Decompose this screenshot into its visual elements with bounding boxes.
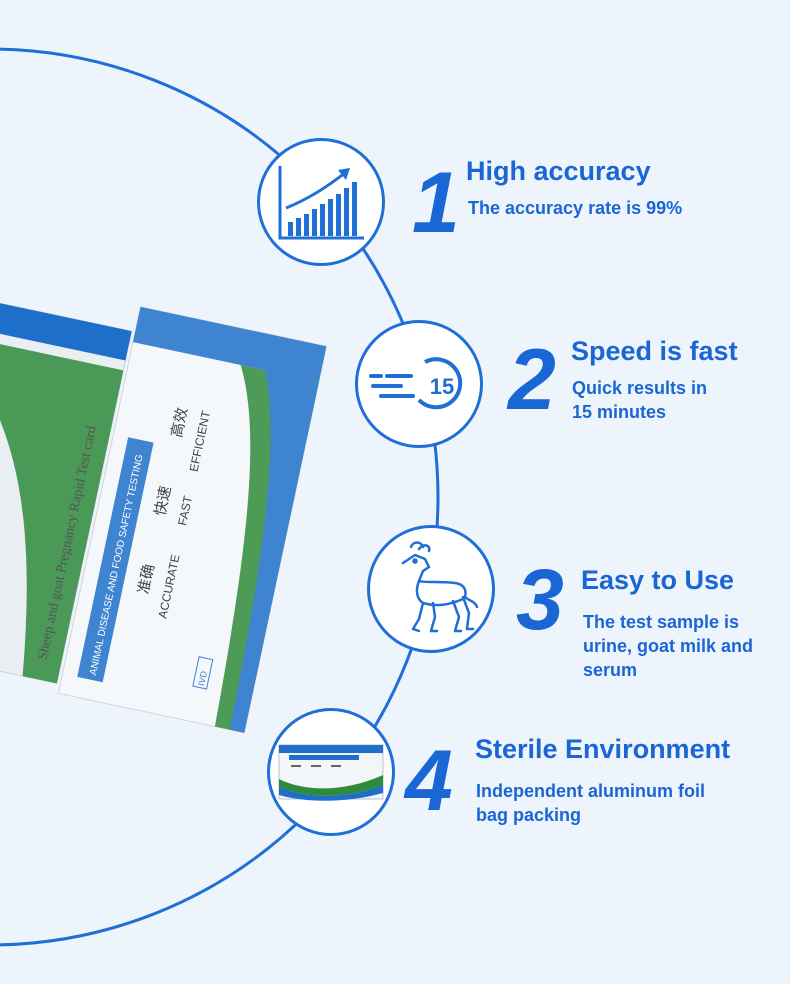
feature-desc-3-line-2: urine, goat milk and bbox=[583, 636, 754, 656]
back-packet: Sheep and goat Pregnancy Rapid Test card bbox=[0, 300, 133, 684]
bar-chart-growth-icon bbox=[278, 166, 364, 240]
product-packets: Sheep and goat Pregnancy Rapid Test card… bbox=[0, 300, 327, 734]
timer-number: 15 bbox=[430, 374, 454, 399]
feature-number-1: 1 bbox=[412, 155, 460, 251]
feature-desc-3-line-3: serum bbox=[583, 660, 638, 680]
front-packet: ANIMAL DISEASE AND FOOD SAFETY TESTING 准… bbox=[57, 306, 327, 734]
feature-desc-4-line-1: Independent aluminum foil bbox=[476, 781, 705, 801]
label-fast-en: FAST bbox=[175, 494, 195, 527]
timer-15-icon: 15 bbox=[369, 357, 463, 410]
feature-desc-1: The accuracy rate is 99% bbox=[468, 196, 682, 220]
feature-title-3: Easy to Use bbox=[581, 565, 735, 595]
feature-desc-2-line-2: 15 minutes bbox=[572, 402, 667, 422]
feature-circle-1 bbox=[257, 138, 385, 266]
feature-number-2: 2 bbox=[508, 332, 556, 428]
feature-number-4: 4 bbox=[405, 733, 453, 829]
feature-desc-4-line-2: bag packing bbox=[476, 805, 582, 825]
feature-title-4: Sterile Environment bbox=[475, 734, 731, 764]
feature-desc-3: The test sample is urine, goat milk and … bbox=[583, 610, 753, 682]
foil-packet-icon bbox=[278, 744, 384, 801]
feature-desc-2: Quick results in 15 minutes bbox=[572, 376, 707, 424]
feature-number-3: 3 bbox=[516, 552, 564, 648]
feature-title-2: Speed is fast bbox=[571, 336, 738, 366]
feature-desc-2-line-1: Quick results in bbox=[572, 378, 708, 398]
label-efficient-cn: 高效 bbox=[168, 406, 191, 439]
feature-desc-1-line-1: The accuracy rate is 99% bbox=[468, 198, 683, 218]
feature-desc-4: Independent aluminum foil bag packing bbox=[476, 779, 705, 827]
label-accurate-cn: 准确 bbox=[135, 563, 158, 596]
feature-desc-3-line-1: The test sample is bbox=[583, 612, 740, 632]
label-fast-cn: 快速 bbox=[152, 484, 175, 517]
feature-circle-4 bbox=[267, 708, 395, 836]
goat-icon bbox=[401, 541, 479, 633]
feature-circle-3 bbox=[367, 525, 495, 653]
feature-circle-2: 15 bbox=[355, 320, 483, 448]
feature-title-1: High accuracy bbox=[466, 156, 651, 186]
ivd-badge: IVD bbox=[196, 670, 209, 687]
